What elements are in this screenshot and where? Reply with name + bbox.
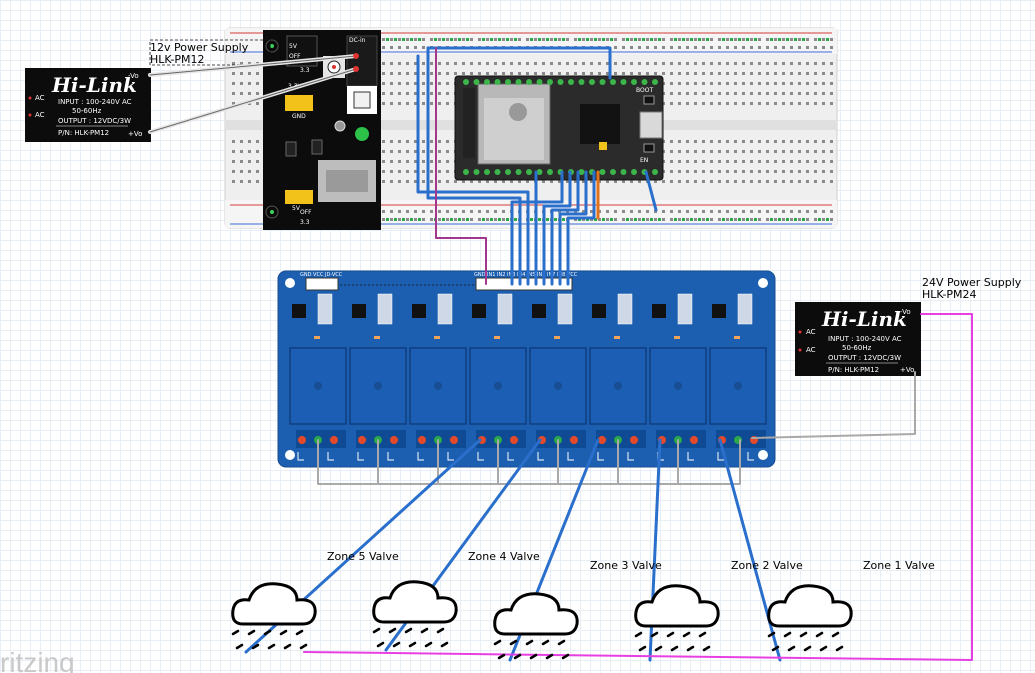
cloud-rain-icon — [493, 592, 579, 636]
breadboard-power-module: DC-in 5V OFF 3.3 3.3V GND 5V OFF 3.3 — [263, 30, 381, 230]
cloud-rain-icon — [634, 584, 720, 628]
neg-12v: -Vo — [128, 72, 139, 80]
hilink-logo-12v: Hi-Link — [51, 73, 137, 97]
zone-valve: Zone 1 Valve — [767, 559, 935, 652]
off-top-label: OFF — [289, 53, 301, 60]
zone-valve: Zone 3 Valve — [493, 559, 662, 660]
input-12v: INPUT : 100-240V AC — [58, 98, 132, 106]
zone-label: Zone 5 Valve — [327, 550, 399, 563]
v33-bottom-label: 3.3 — [300, 219, 310, 226]
relay-channel — [409, 293, 467, 461]
psu-24v-module: Hi-Link AC AC INPUT : 100-240V AC 50-60H… — [795, 276, 1022, 376]
off-bottom-label: OFF — [300, 209, 312, 216]
zone-valve: Zone 2 Valve — [634, 559, 803, 652]
v33-top-label: 3.3 — [300, 67, 310, 74]
output-24v: OUTPUT : 12VDC/3W — [828, 354, 901, 362]
relay-channel — [289, 293, 347, 461]
ac2-12v: AC — [35, 111, 45, 119]
v5-bottom-label: 5V — [292, 205, 301, 212]
cloud-rain-icon — [372, 580, 458, 624]
boot-label: BOOT — [636, 87, 653, 94]
relay-channel — [709, 293, 767, 461]
zone-label: Zone 2 Valve — [731, 559, 803, 572]
psu-12v-model: HLK-PM12 — [150, 53, 205, 66]
ac2-24v: AC — [806, 346, 816, 354]
relay-channel — [469, 293, 527, 461]
pos-12v: +Vo — [128, 130, 142, 138]
zone-label: Zone 4 Valve — [468, 550, 540, 563]
relay-channel — [589, 293, 647, 461]
ac1-24v: AC — [806, 328, 816, 336]
ac1-12v: AC — [35, 94, 45, 102]
input-24v: INPUT : 100-240V AC — [828, 335, 902, 343]
v5-top-label: 5V — [289, 43, 298, 50]
neg-24v: -Vo — [900, 308, 911, 316]
zone-label: Zone 1 Valve — [863, 559, 935, 572]
esp32-board: BOOT EN — [454, 75, 664, 181]
zone-valve: Zone 5 Valve — [231, 550, 399, 650]
pos-24v: +Vo — [900, 366, 914, 374]
psu-12v-caption: 12v Power Supply — [150, 41, 249, 54]
cloud-rain-icon — [231, 582, 317, 626]
relay-channel — [349, 293, 407, 461]
pn-12v: P/N: HLK-PM12 — [58, 129, 109, 137]
input2-24v: 50-60Hz — [842, 344, 872, 352]
input2-12v: 50-60Hz — [72, 107, 102, 115]
relay-channel — [529, 293, 587, 461]
relay-channel — [649, 293, 707, 461]
fritzing-watermark: ritzing — [0, 647, 75, 673]
cloud-rain-icon — [767, 584, 853, 628]
gnd-label: GND — [292, 113, 306, 120]
psu-24v-caption: 24V Power Supply — [922, 276, 1022, 289]
psu-24v-model: HLK-PM24 — [922, 288, 977, 301]
pn-24v: P/N: HLK-PM12 — [828, 366, 879, 374]
psu-12v-module: Hi-Link AC AC INPUT : 100-240V AC 50-60H… — [25, 39, 271, 142]
hilink-logo-24v: Hi-Link — [821, 307, 907, 331]
zone-label: Zone 3 Valve — [590, 559, 662, 572]
output-12v: OUTPUT : 12VDC/3W — [58, 117, 131, 125]
zone-valve: Zone 4 Valve — [372, 550, 540, 648]
en-label: EN — [640, 157, 648, 164]
dc-in-label: DC-in — [349, 37, 366, 44]
relay-header-right: GND IN1 IN2 IN3 IN4 IN5 IN6 IN7 IN8 VCC — [474, 272, 578, 278]
relay-board-8ch: GND VCC JD-VCC GND IN1 IN2 IN3 IN4 IN5 I… — [277, 270, 776, 468]
relay-header-left: GND VCC JD-VCC — [300, 272, 343, 278]
